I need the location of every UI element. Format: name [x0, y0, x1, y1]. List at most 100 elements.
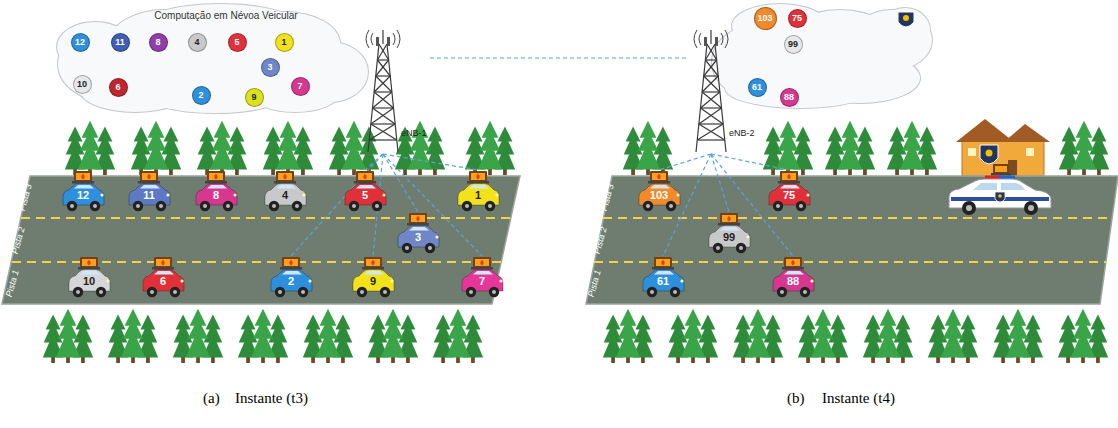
vehicle: 10 — [66, 256, 112, 300]
fog-node-icon — [366, 259, 380, 266]
cell-tower — [372, 107, 393, 108]
cell-tower — [371, 108, 394, 124]
fog-cloud — [880, 8, 930, 52]
tree-row — [197, 121, 247, 175]
lane-label: Pista 2 — [592, 225, 610, 254]
vehicle-wheel — [666, 201, 676, 211]
tree-row — [928, 309, 978, 363]
cell-tower — [699, 124, 725, 140]
fog-node-icon — [371, 260, 375, 266]
tree-row — [603, 309, 1108, 363]
vehicle-number: 99 — [788, 36, 798, 53]
fog-member-circle: 3 — [261, 58, 280, 77]
cell-tower — [372, 92, 391, 108]
vehicle-wheel — [647, 287, 657, 297]
fog-node-icon — [787, 174, 791, 180]
fog-node-icon — [140, 171, 158, 182]
vehicle-wheel — [159, 204, 163, 208]
cell-tower — [697, 124, 723, 140]
vehicle-window — [650, 185, 670, 189]
vehicle-wheel — [425, 243, 435, 253]
vehicle-wheel — [800, 287, 810, 297]
signal-wave — [371, 33, 373, 45]
vehicle-wheel — [203, 204, 207, 208]
police-car — [991, 173, 1011, 176]
vehicle: 75 — [766, 170, 812, 214]
signal-wave — [393, 33, 395, 45]
vehicle-number: 1 — [455, 189, 501, 202]
vehicle: 7 — [459, 256, 505, 300]
lane-label: Pista 1 — [4, 268, 22, 297]
fog-node-icon — [209, 173, 223, 180]
vehicle-wheel — [200, 201, 210, 211]
signal-wave — [397, 30, 400, 48]
tree-row — [733, 309, 783, 363]
vehicle-wheel — [739, 246, 743, 250]
station-label: eNB-1 — [401, 128, 427, 139]
vehicle-light — [746, 235, 749, 238]
vehicle-wheel — [383, 290, 387, 294]
vehicle-wheel — [96, 287, 106, 297]
vehicle-light — [680, 279, 683, 282]
vehicle-number: 7 — [297, 78, 302, 95]
vehicle-wheel — [67, 201, 77, 211]
fog-member-circle: 10 — [73, 75, 92, 94]
fog-node-icon — [283, 174, 287, 180]
vehicle-window — [784, 271, 804, 275]
vehicle-number: 61 — [640, 275, 686, 288]
fog-node-icon — [652, 173, 666, 180]
vehicle-number: 10 — [66, 275, 112, 288]
vehicle-wheel — [489, 287, 499, 297]
vehicle-light — [106, 279, 109, 282]
vehicle: 2 — [268, 256, 314, 300]
cell-tower — [702, 92, 721, 108]
lane-label: Pista 1 — [586, 268, 604, 297]
police-station — [956, 119, 1014, 142]
vehicle-wheel — [646, 204, 650, 208]
cell-tower — [705, 59, 716, 60]
vehicle-light — [166, 193, 169, 196]
cell-tower — [702, 76, 718, 92]
vehicle-window — [154, 271, 174, 275]
vehicle: 4 — [262, 170, 308, 214]
cell-tower — [707, 44, 717, 60]
vehicle-window — [74, 185, 94, 189]
dashed-link — [383, 154, 478, 170]
fog-node-icon — [276, 171, 294, 182]
police-car — [966, 205, 972, 211]
vehicle-light — [806, 193, 809, 196]
fog-node-icon — [82, 259, 96, 266]
road — [2, 176, 520, 304]
police-shield-icon — [898, 12, 914, 27]
fog-cloud — [800, 53, 920, 103]
vehicle-wheel — [669, 204, 673, 208]
fog-node-icon — [282, 257, 300, 268]
police-car — [995, 192, 1005, 202]
vehicle-number: 5 — [342, 189, 388, 202]
cell-tower — [704, 76, 720, 92]
vehicle-wheel — [469, 290, 473, 294]
tree-row — [395, 121, 445, 175]
tree-row — [993, 309, 1043, 363]
vehicle-number: 11 — [115, 34, 125, 51]
vehicle-window — [409, 227, 429, 231]
fog-node-icon — [74, 171, 92, 182]
police-car — [993, 164, 1009, 174]
vehicle-wheel — [643, 201, 653, 211]
fog-node-icon — [650, 171, 668, 182]
vehicle-wheel — [405, 246, 409, 250]
vehicle-number: 75 — [792, 10, 802, 27]
dashed-link — [383, 154, 418, 212]
vehicle-wheel — [352, 204, 356, 208]
tree-row — [238, 309, 288, 363]
vehicle-window — [276, 185, 296, 189]
vehicle-wheel — [269, 201, 279, 211]
fog-node-icon — [727, 216, 731, 222]
cell-tower — [710, 30, 711, 44]
vehicle-light — [495, 193, 498, 196]
police-car — [1028, 205, 1034, 211]
police-shield-icon — [898, 12, 914, 27]
vehicle-number: 75 — [766, 189, 812, 202]
tree-row — [623, 121, 673, 175]
vehicle-window — [473, 271, 493, 275]
